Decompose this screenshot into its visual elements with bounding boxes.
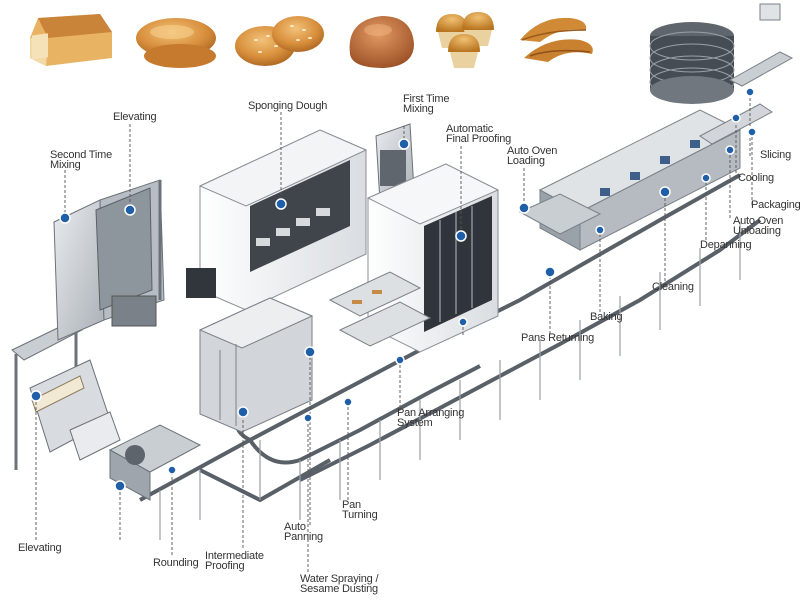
marker-elevator-left bbox=[30, 390, 42, 402]
marker-slicing bbox=[745, 87, 755, 97]
machine-elevator-bottom bbox=[11, 321, 121, 470]
marker-second-mixing bbox=[59, 212, 71, 224]
label-automatic-final-proofing-line1: Automatic bbox=[446, 123, 494, 135]
label-auto-oven-loading-line1: Auto Oven bbox=[507, 145, 558, 157]
marker-rounding bbox=[167, 465, 177, 475]
machine-spiral-cooler bbox=[649, 22, 735, 104]
product-muffins bbox=[436, 12, 494, 68]
product-croissants bbox=[520, 17, 593, 62]
marker-elevating-bottom bbox=[114, 480, 126, 492]
label-second-time-mixing-line1: Second Time bbox=[50, 149, 113, 161]
label-depanning: Depanning bbox=[700, 239, 752, 251]
label-water-spraying-line2: Sesame Dusting bbox=[300, 583, 378, 595]
label-auto-panning: Auto Panning bbox=[284, 521, 323, 543]
marker-cleaning bbox=[659, 186, 671, 198]
product-dinner-roll bbox=[349, 16, 414, 68]
label-pan-arranging-system-line2: System bbox=[397, 417, 433, 429]
label-pan-turning: Pan Turning bbox=[342, 499, 378, 521]
machine-second-mixing bbox=[53, 179, 165, 341]
marker-pan-turning bbox=[343, 397, 353, 407]
marker-final-proofing bbox=[455, 230, 467, 242]
marker-cooling bbox=[731, 113, 741, 123]
product-bread-loaf bbox=[30, 14, 112, 66]
label-automatic-final-proofing: Automatic Final Proofing bbox=[446, 123, 512, 145]
label-auto-oven-unloading-line2: Unloading bbox=[733, 225, 781, 237]
label-auto-oven-unloading: Auto Oven Unloading bbox=[733, 215, 784, 237]
marker-pans-returning bbox=[544, 266, 556, 278]
label-pan-turning-line2: Turning bbox=[342, 509, 378, 521]
machine-slicing-packaging bbox=[699, 3, 794, 145]
marker-packaging bbox=[747, 127, 757, 137]
label-slicing: Slicing bbox=[760, 149, 792, 161]
marker-intermediate-proofing bbox=[237, 406, 249, 418]
label-elevating-bottom: Elevating bbox=[18, 542, 62, 554]
label-packaging: Packaging bbox=[751, 199, 800, 211]
marker-pan-arranging bbox=[395, 355, 405, 365]
label-intermediate-proofing: Intermediate Proofing bbox=[205, 550, 264, 572]
label-water-spraying: Water Spraying / Sesame Dusting bbox=[300, 573, 379, 595]
marker-elevating-top bbox=[124, 204, 136, 216]
marker-water-spraying bbox=[303, 413, 313, 423]
marker-oven-loading bbox=[518, 202, 530, 214]
label-auto-panning-line1: Auto bbox=[284, 521, 306, 533]
machine-intermediate-proofing bbox=[198, 297, 314, 433]
label-intermediate-proofing-line2: Proofing bbox=[205, 560, 245, 572]
leader-lines bbox=[35, 92, 753, 572]
label-second-time-mixing: Second Time Mixing bbox=[50, 149, 113, 171]
label-cooling: Cooling bbox=[738, 172, 774, 184]
label-rounding: Rounding bbox=[153, 557, 199, 569]
marker-first-mixing bbox=[398, 138, 410, 150]
label-intermediate-proofing-line1: Intermediate bbox=[205, 550, 264, 562]
product-sesame-burger-bun bbox=[235, 16, 324, 66]
label-auto-oven-loading: Auto Oven Loading bbox=[507, 145, 558, 167]
machine-rounding bbox=[108, 424, 202, 501]
marker-oven-unloading bbox=[725, 145, 735, 155]
label-sponging-dough: Sponging Dough bbox=[248, 100, 328, 112]
label-baking: Baking bbox=[590, 311, 623, 323]
marker-auto-panning bbox=[304, 346, 316, 358]
label-second-time-mixing-line2: Mixing bbox=[50, 159, 81, 171]
label-auto-oven-unloading-line1: Auto Oven bbox=[733, 215, 784, 227]
machine-pan-arranging bbox=[328, 271, 432, 347]
marker-baking bbox=[595, 225, 605, 235]
label-first-time-mixing-line1: First Time bbox=[403, 93, 450, 105]
machine-sponging-dough bbox=[186, 129, 368, 311]
marker-final-proofing-2 bbox=[458, 317, 468, 327]
label-automatic-final-proofing-line2: Final Proofing bbox=[446, 133, 512, 145]
label-auto-oven-loading-line2: Loading bbox=[507, 155, 545, 167]
label-first-time-mixing: First Time Mixing bbox=[403, 93, 450, 115]
product-hotdog-bun bbox=[136, 18, 216, 68]
marker-depanning bbox=[701, 173, 711, 183]
label-water-spraying-line1: Water Spraying / bbox=[300, 573, 379, 585]
support-legs bbox=[159, 222, 741, 540]
label-cleaning: Cleaning bbox=[652, 281, 694, 293]
label-pan-arranging-system-line1: Pan Arranging bbox=[397, 407, 465, 419]
label-auto-panning-line2: Panning bbox=[284, 531, 323, 543]
label-elevating-top: Elevating bbox=[113, 111, 157, 123]
label-pans-returning: Pans Returning bbox=[521, 332, 595, 344]
label-pan-turning-line1: Pan bbox=[342, 499, 361, 511]
station-markers bbox=[30, 87, 757, 492]
label-first-time-mixing-line2: Mixing bbox=[403, 103, 434, 115]
marker-sponging-dough bbox=[275, 198, 287, 210]
label-pan-arranging-system: Pan Arranging System bbox=[397, 407, 465, 429]
